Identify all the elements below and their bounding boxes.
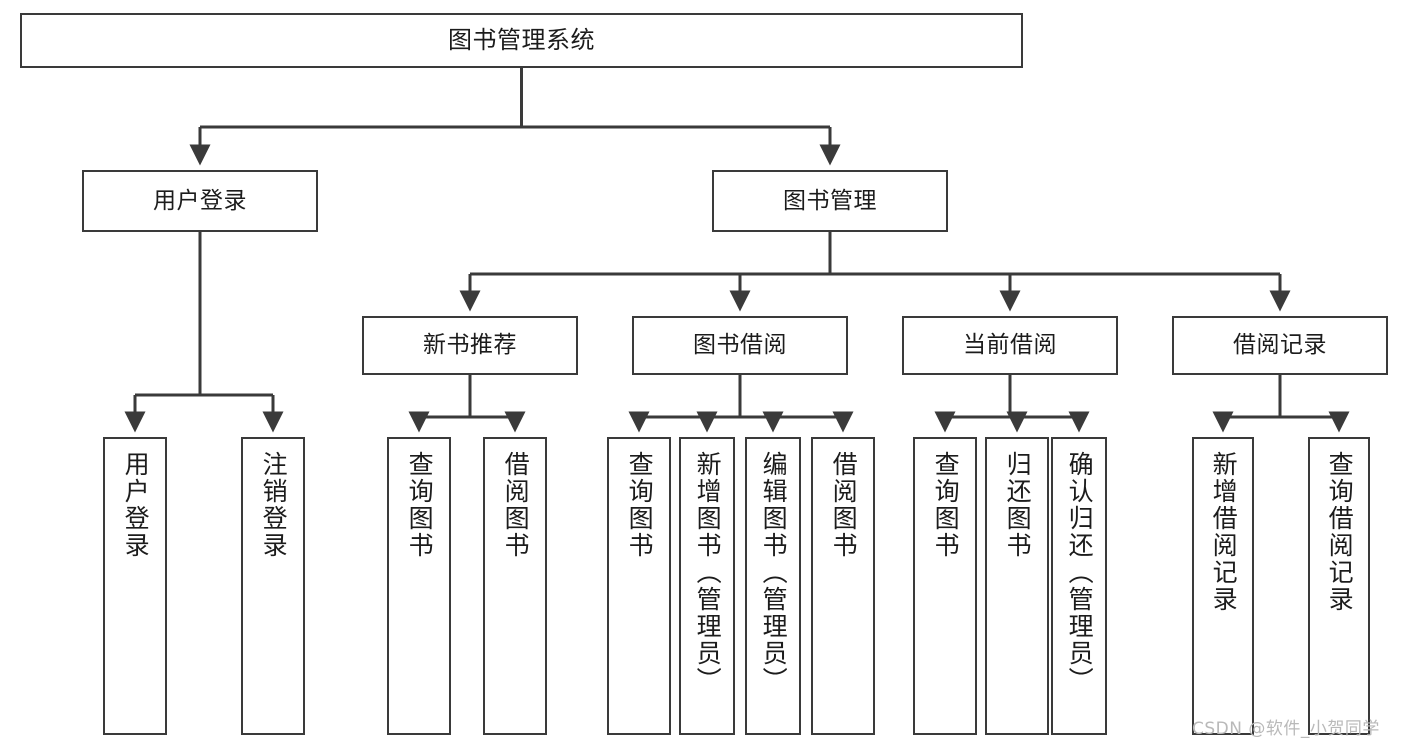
node-leaf-bb-add-book[interactable]: 新增图书（管理员）: [679, 437, 735, 735]
node-leaf-br-query-record[interactable]: 查询借阅记录: [1308, 437, 1370, 735]
node-leaf-user-logout-label: 注销登录: [259, 451, 289, 559]
node-current-borrow[interactable]: 当前借阅: [902, 316, 1118, 375]
node-leaf-cb-return-book-label: 归还图书: [1003, 451, 1033, 559]
node-root-label: 图书管理系统: [448, 25, 595, 54]
node-leaf-rec-borrow-book-label: 借阅图书: [501, 451, 531, 559]
node-leaf-cb-confirm-return[interactable]: 确认归还（管理员）: [1051, 437, 1107, 735]
node-leaf-user-login[interactable]: 用户登录: [103, 437, 167, 735]
node-user-login[interactable]: 用户登录: [82, 170, 318, 232]
node-leaf-bb-edit-book[interactable]: 编辑图书（管理员）: [745, 437, 801, 735]
node-leaf-rec-query-book-label: 查询图书: [405, 451, 435, 559]
node-leaf-br-add-record[interactable]: 新增借阅记录: [1192, 437, 1254, 735]
node-book-manage-label: 图书管理: [783, 187, 877, 214]
node-root[interactable]: 图书管理系统: [20, 13, 1023, 68]
node-leaf-bb-query-book[interactable]: 查询图书: [607, 437, 671, 735]
node-leaf-br-query-record-label: 查询借阅记录: [1325, 451, 1355, 613]
node-leaf-cb-return-book[interactable]: 归还图书: [985, 437, 1049, 735]
node-leaf-cb-query-book-label: 查询图书: [931, 451, 961, 559]
node-leaf-rec-borrow-book[interactable]: 借阅图书: [483, 437, 547, 735]
node-leaf-user-logout[interactable]: 注销登录: [241, 437, 305, 735]
node-leaf-bb-query-book-label: 查询图书: [625, 451, 655, 559]
node-leaf-bb-borrow-book-label: 借阅图书: [829, 451, 859, 559]
node-book-borrow[interactable]: 图书借阅: [632, 316, 848, 375]
node-current-borrow-label: 当前借阅: [963, 332, 1057, 359]
node-borrow-record-label: 借阅记录: [1233, 332, 1327, 359]
node-leaf-cb-confirm-return-label: 确认归还（管理员）: [1065, 451, 1095, 694]
node-leaf-rec-query-book[interactable]: 查询图书: [387, 437, 451, 735]
node-leaf-bb-edit-book-label: 编辑图书（管理员）: [759, 451, 789, 694]
node-leaf-user-login-label: 用户登录: [121, 451, 151, 559]
node-book-manage[interactable]: 图书管理: [712, 170, 948, 232]
node-book-borrow-label: 图书借阅: [693, 332, 787, 359]
node-borrow-record[interactable]: 借阅记录: [1172, 316, 1388, 375]
node-new-book-recommend[interactable]: 新书推荐: [362, 316, 578, 375]
node-leaf-bb-borrow-book[interactable]: 借阅图书: [811, 437, 875, 735]
node-new-book-recommend-label: 新书推荐: [423, 332, 517, 359]
node-leaf-cb-query-book[interactable]: 查询图书: [913, 437, 977, 735]
node-leaf-br-add-record-label: 新增借阅记录: [1209, 451, 1239, 613]
node-user-login-label: 用户登录: [153, 187, 247, 214]
node-leaf-bb-add-book-label: 新增图书（管理员）: [693, 451, 723, 694]
